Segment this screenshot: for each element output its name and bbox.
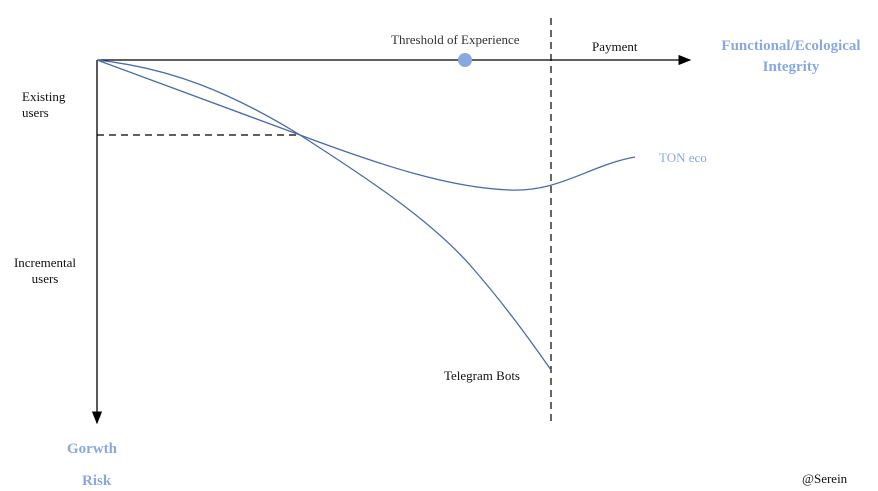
y-axis-title-line1: Gorwth bbox=[67, 441, 117, 457]
telegram-bots-curve bbox=[96, 59, 552, 371]
threshold-of-experience-marker bbox=[458, 53, 472, 67]
ton-eco-label: TON eco bbox=[659, 150, 707, 165]
existing-line2: users bbox=[22, 105, 49, 120]
y-axis-title-line2: Risk bbox=[82, 473, 112, 489]
incremental-line1: Incremental bbox=[13, 255, 77, 270]
incremental-users-label: Incremental users bbox=[9, 255, 81, 287]
existing-line1: Existing bbox=[22, 89, 66, 104]
existing-users-label: Existing users bbox=[22, 89, 65, 121]
x-axis-title-line1: Functional/Ecological bbox=[721, 38, 861, 54]
ton-eco-curve bbox=[96, 59, 636, 191]
credit-label: @Serein bbox=[802, 471, 848, 486]
threshold-label: Threshold of Experience bbox=[391, 32, 520, 47]
x-axis-title: Functional/Ecological Integrity bbox=[706, 36, 876, 78]
incremental-line2: users bbox=[31, 271, 59, 286]
payment-label: Payment bbox=[592, 39, 638, 54]
telegram-bots-label: Telegram Bots bbox=[444, 368, 520, 383]
x-axis-title-line2: Integrity bbox=[762, 59, 820, 75]
